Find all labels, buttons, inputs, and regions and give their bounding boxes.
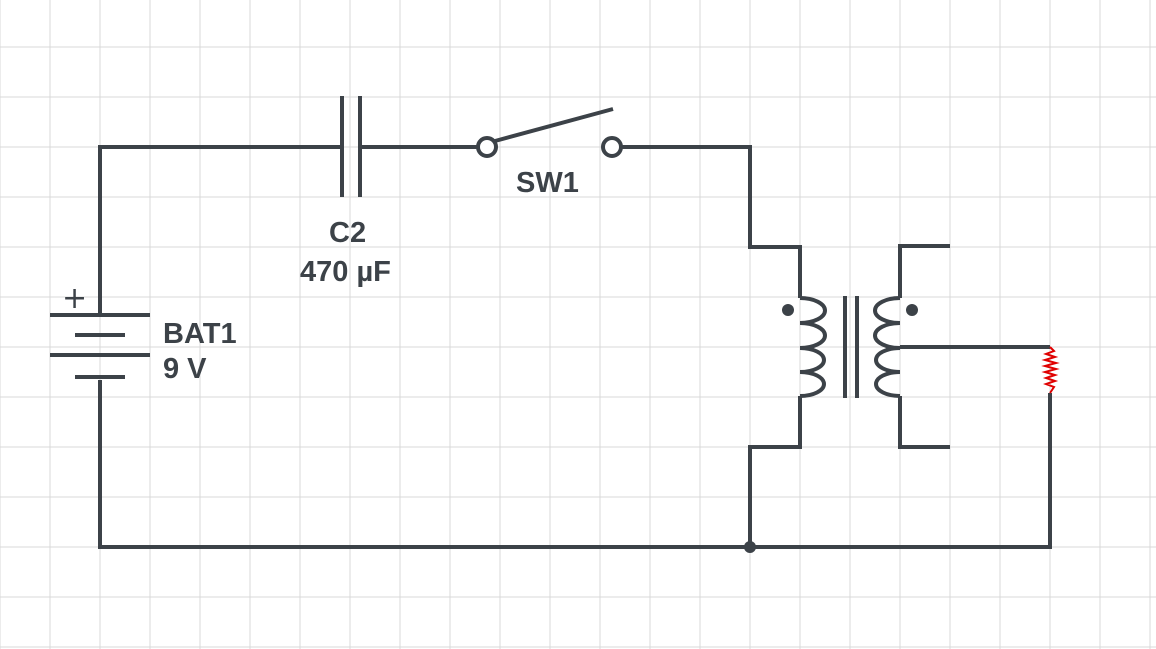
switch-symbol[interactable] <box>476 107 623 158</box>
wire-switch-to-transformer[interactable] <box>621 145 802 298</box>
switch-ref-label: SW1 <box>516 167 579 199</box>
wire-secondary-bottom[interactable] <box>898 396 950 449</box>
junction-dot <box>744 541 756 553</box>
secondary-polarity-dot <box>906 304 918 316</box>
capacitor-symbol[interactable] <box>340 96 362 197</box>
battery-symbol[interactable] <box>50 313 150 379</box>
capacitor-value-label: 470 µF <box>300 256 391 288</box>
wire-battery-to-capacitor[interactable] <box>98 145 342 315</box>
primary-coil <box>799 296 827 398</box>
secondary-coil <box>873 296 901 398</box>
transformer-symbol[interactable] <box>799 296 901 398</box>
resistor-symbol[interactable] <box>1041 346 1060 394</box>
battery-ref-label: BAT1 <box>163 318 237 350</box>
capacitor-ref-label: C2 <box>329 217 367 249</box>
battery-value-label: 9 V <box>163 353 207 385</box>
primary-polarity-dot <box>782 304 794 316</box>
wire-ground-return[interactable] <box>98 380 1052 549</box>
battery-plus-symbol: + <box>62 281 87 316</box>
wire-transformer-bottom[interactable] <box>748 396 802 547</box>
wire-secondary-top[interactable] <box>898 244 950 298</box>
